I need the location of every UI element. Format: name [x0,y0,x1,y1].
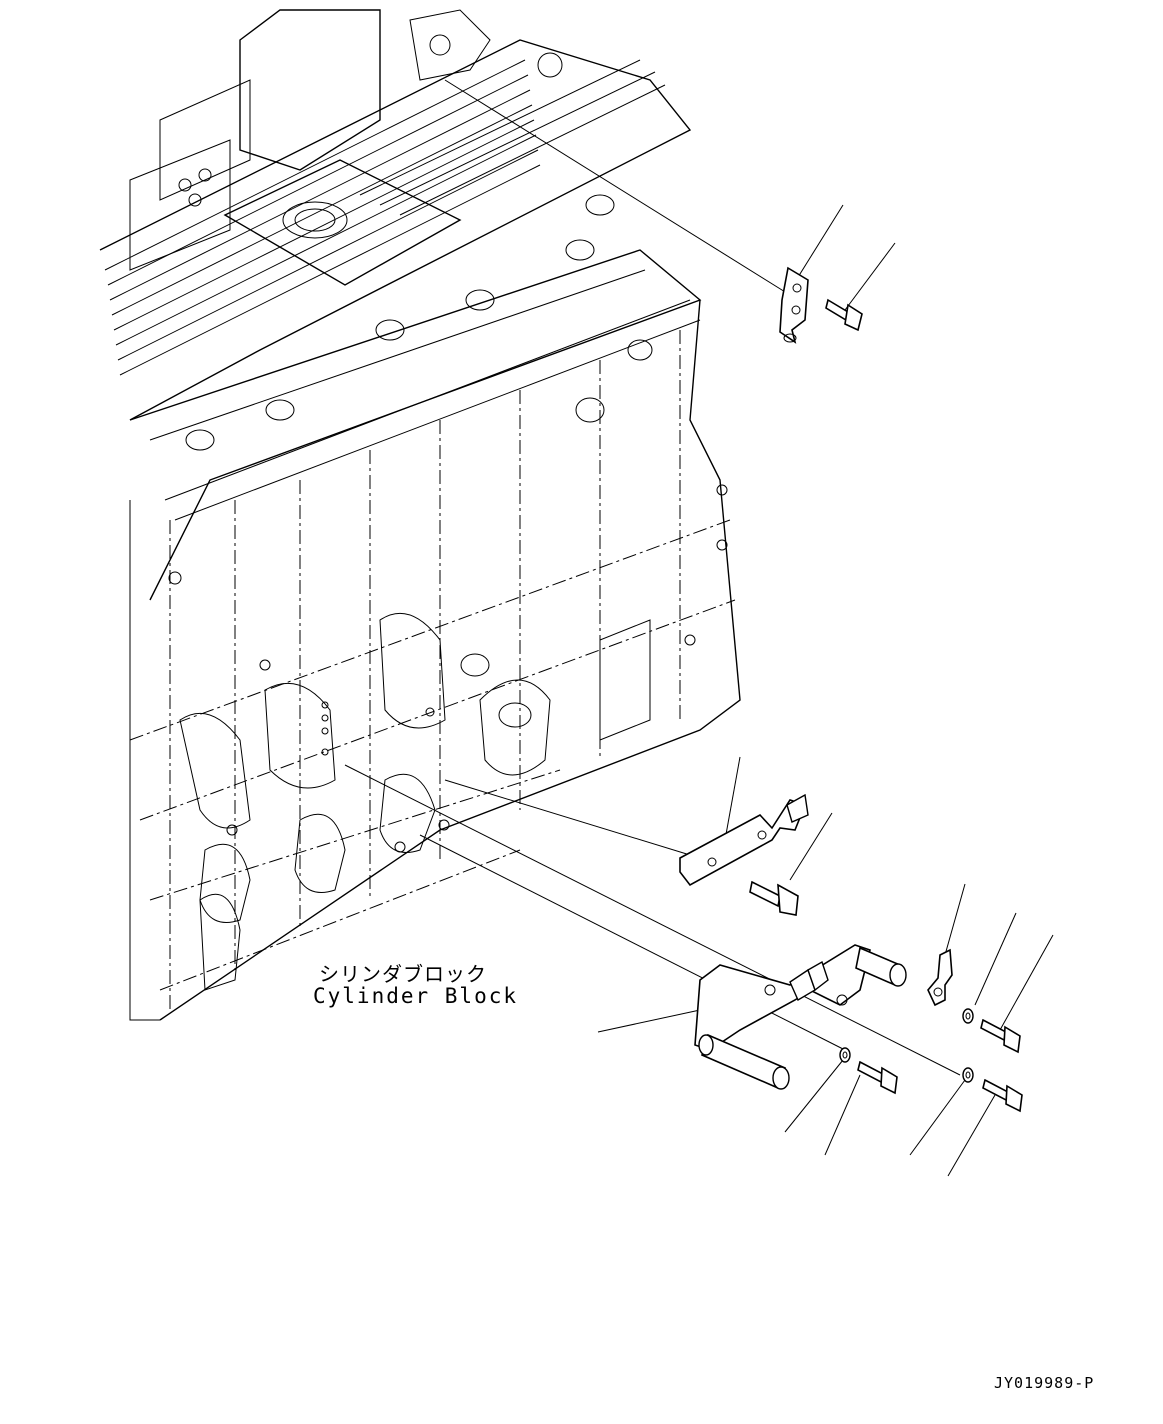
clip-terminal [927,948,953,1007]
engine-block [99,9,741,1021]
lower-bolts [857,1018,1023,1113]
drawing-code: JY019989-P [994,1374,1095,1392]
cylinder-block-label-en: Cylinder Block [313,984,519,1008]
washers [839,1008,974,1083]
middle-plate [679,793,809,887]
leader-lines [344,79,1054,1177]
main-bracket [694,944,907,1090]
middle-bolt [749,880,799,916]
upper-bolt [825,298,863,332]
upper-bracket [779,266,809,344]
cylinder-block-label-jp: シリンダブロック [319,962,487,986]
